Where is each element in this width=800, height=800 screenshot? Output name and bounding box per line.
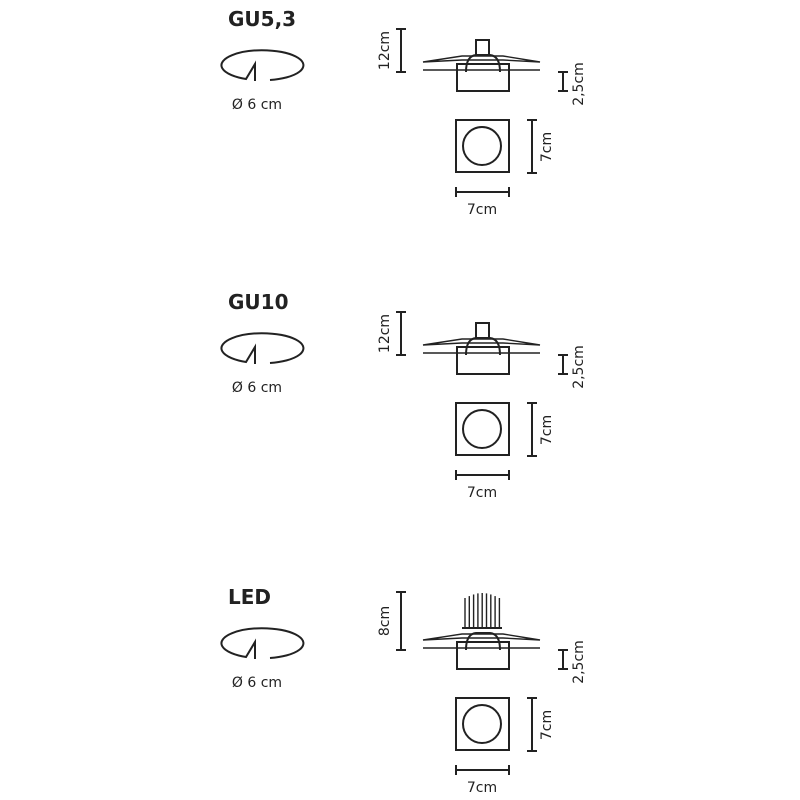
section-title: GU5,3 — [228, 7, 296, 31]
width-label: 7cm — [467, 485, 497, 501]
width-dimension-line — [455, 765, 510, 775]
height-label: 12cm — [377, 31, 393, 70]
section-title: LED — [228, 585, 271, 609]
housing-body — [456, 346, 510, 375]
lamp-opening-circle — [462, 704, 502, 744]
depth-label: 7cm — [539, 132, 555, 162]
trim-square — [455, 402, 510, 456]
section-gu53: GU5,3 Ø 6 cm 12cm 2,5cm 7cm 7cm — [220, 7, 587, 218]
width-dimension-line — [455, 470, 510, 480]
top-view: 7cm 7cm — [455, 402, 555, 501]
housing-body — [456, 641, 510, 670]
housing-body — [456, 63, 510, 92]
side-view: 8cm 2,5cm — [377, 591, 587, 684]
width-label: 7cm — [467, 780, 497, 796]
cutout-hole-icon — [220, 627, 305, 659]
section-gu10: GU10 Ø 6 cm 12cm 2,5cm 7cm 7cm — [220, 290, 587, 501]
height-dimension-line — [396, 591, 406, 651]
depth-dimension-line — [527, 697, 537, 752]
flange-top — [422, 55, 541, 63]
lamp-socket-cap — [475, 39, 490, 56]
heatsink-fins-icon — [462, 593, 502, 629]
lamp-opening-circle — [462, 409, 502, 449]
depth-dimension-line — [527, 119, 537, 174]
cutout-hole-icon — [220, 332, 305, 364]
height-label: 12cm — [377, 314, 393, 353]
recess-dimension-line — [558, 71, 568, 92]
width-label: 7cm — [467, 202, 497, 218]
trim-square — [455, 119, 510, 173]
section-title: GU10 — [228, 290, 289, 314]
recess-depth-label: 2,5cm — [571, 640, 587, 684]
recess-depth-label: 2,5cm — [571, 62, 587, 106]
cutout-diameter-label: Ø 6 cm — [232, 380, 282, 396]
depth-dimension-line — [527, 402, 537, 457]
depth-label: 7cm — [539, 710, 555, 740]
cutout-diameter-label: Ø 6 cm — [232, 675, 282, 691]
lamp-socket-cap — [475, 322, 490, 339]
top-view: 7cm 7cm — [455, 119, 555, 218]
width-dimension-line — [455, 187, 510, 197]
cutout-hole-icon — [220, 49, 305, 81]
recess-depth-label: 2,5cm — [571, 345, 587, 389]
cutout-diameter-label: Ø 6 cm — [232, 97, 282, 113]
depth-label: 7cm — [539, 415, 555, 445]
flange-top — [422, 633, 541, 641]
flange-top — [422, 338, 541, 346]
reflector-dome — [465, 632, 501, 651]
height-dimension-line — [396, 28, 406, 73]
height-label: 8cm — [377, 606, 393, 636]
side-view: 12cm 2,5cm — [377, 28, 587, 106]
top-view: 7cm 7cm — [455, 697, 555, 796]
recess-dimension-line — [558, 354, 568, 375]
trim-square — [455, 697, 510, 751]
lamp-opening-circle — [462, 126, 502, 166]
section-led: LED Ø 6 cm 8cm 2,5cm 7cm 7cm — [220, 585, 587, 796]
recess-dimension-line — [558, 649, 568, 670]
side-view: 12cm 2,5cm — [377, 311, 587, 389]
height-dimension-line — [396, 311, 406, 356]
